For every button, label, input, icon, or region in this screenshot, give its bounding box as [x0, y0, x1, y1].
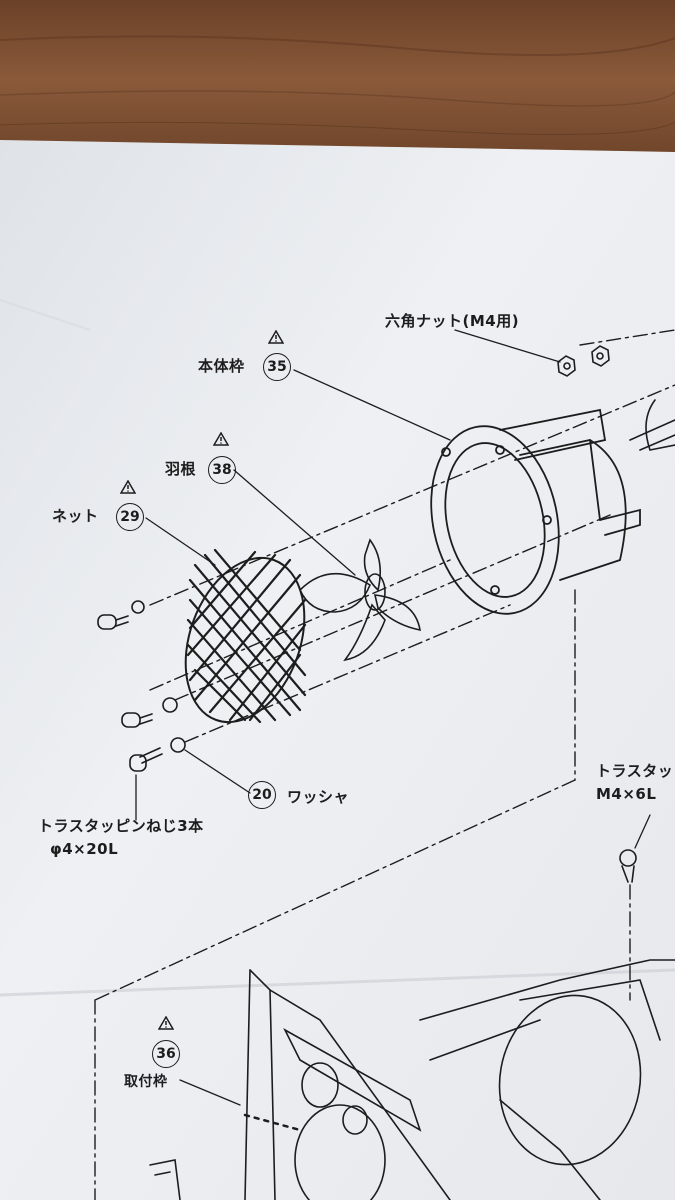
part-number-36: 36 [152, 1040, 180, 1068]
net-label: ネット [52, 507, 99, 525]
truss-screw-right-size: M4×6L [596, 785, 657, 803]
washer-bottom-left [170, 737, 186, 753]
part-number-20: 20 [248, 781, 276, 809]
blade-label: 羽根 [165, 460, 197, 478]
washer-label: ワッシャ [287, 788, 350, 806]
part-number-38: 38 [208, 456, 236, 484]
mount-frame-label: 取付枠 [124, 1074, 168, 1090]
screw-bottom-left [129, 747, 163, 772]
body-frame-ring [430, 408, 641, 615]
part-number-29: 29 [116, 503, 144, 531]
fan-blade [299, 538, 421, 662]
assembly-axis-lines [94, 329, 675, 1200]
truss-screw-label: トラスタッピンねじ3本 [38, 817, 204, 835]
truss-screw-right-label: トラスタッ [596, 762, 674, 780]
washer-mid-left [162, 697, 178, 713]
truss-screw-size: φ4×20L [50, 840, 119, 858]
part-number-35: 35 [263, 353, 291, 381]
washer-top-left [131, 600, 145, 614]
screw-mid-left [121, 712, 153, 728]
mounting-frame [149, 959, 675, 1200]
screw-top-left [97, 614, 129, 630]
body-frame-label: 本体枠 [198, 357, 245, 375]
leader-lines [135, 329, 651, 1106]
screw-right [619, 849, 637, 883]
motor-partial [629, 399, 675, 451]
net-grille [184, 548, 307, 724]
hex-nut-label: 六角ナット(M4用) [385, 312, 520, 330]
hex-nuts [557, 345, 610, 377]
